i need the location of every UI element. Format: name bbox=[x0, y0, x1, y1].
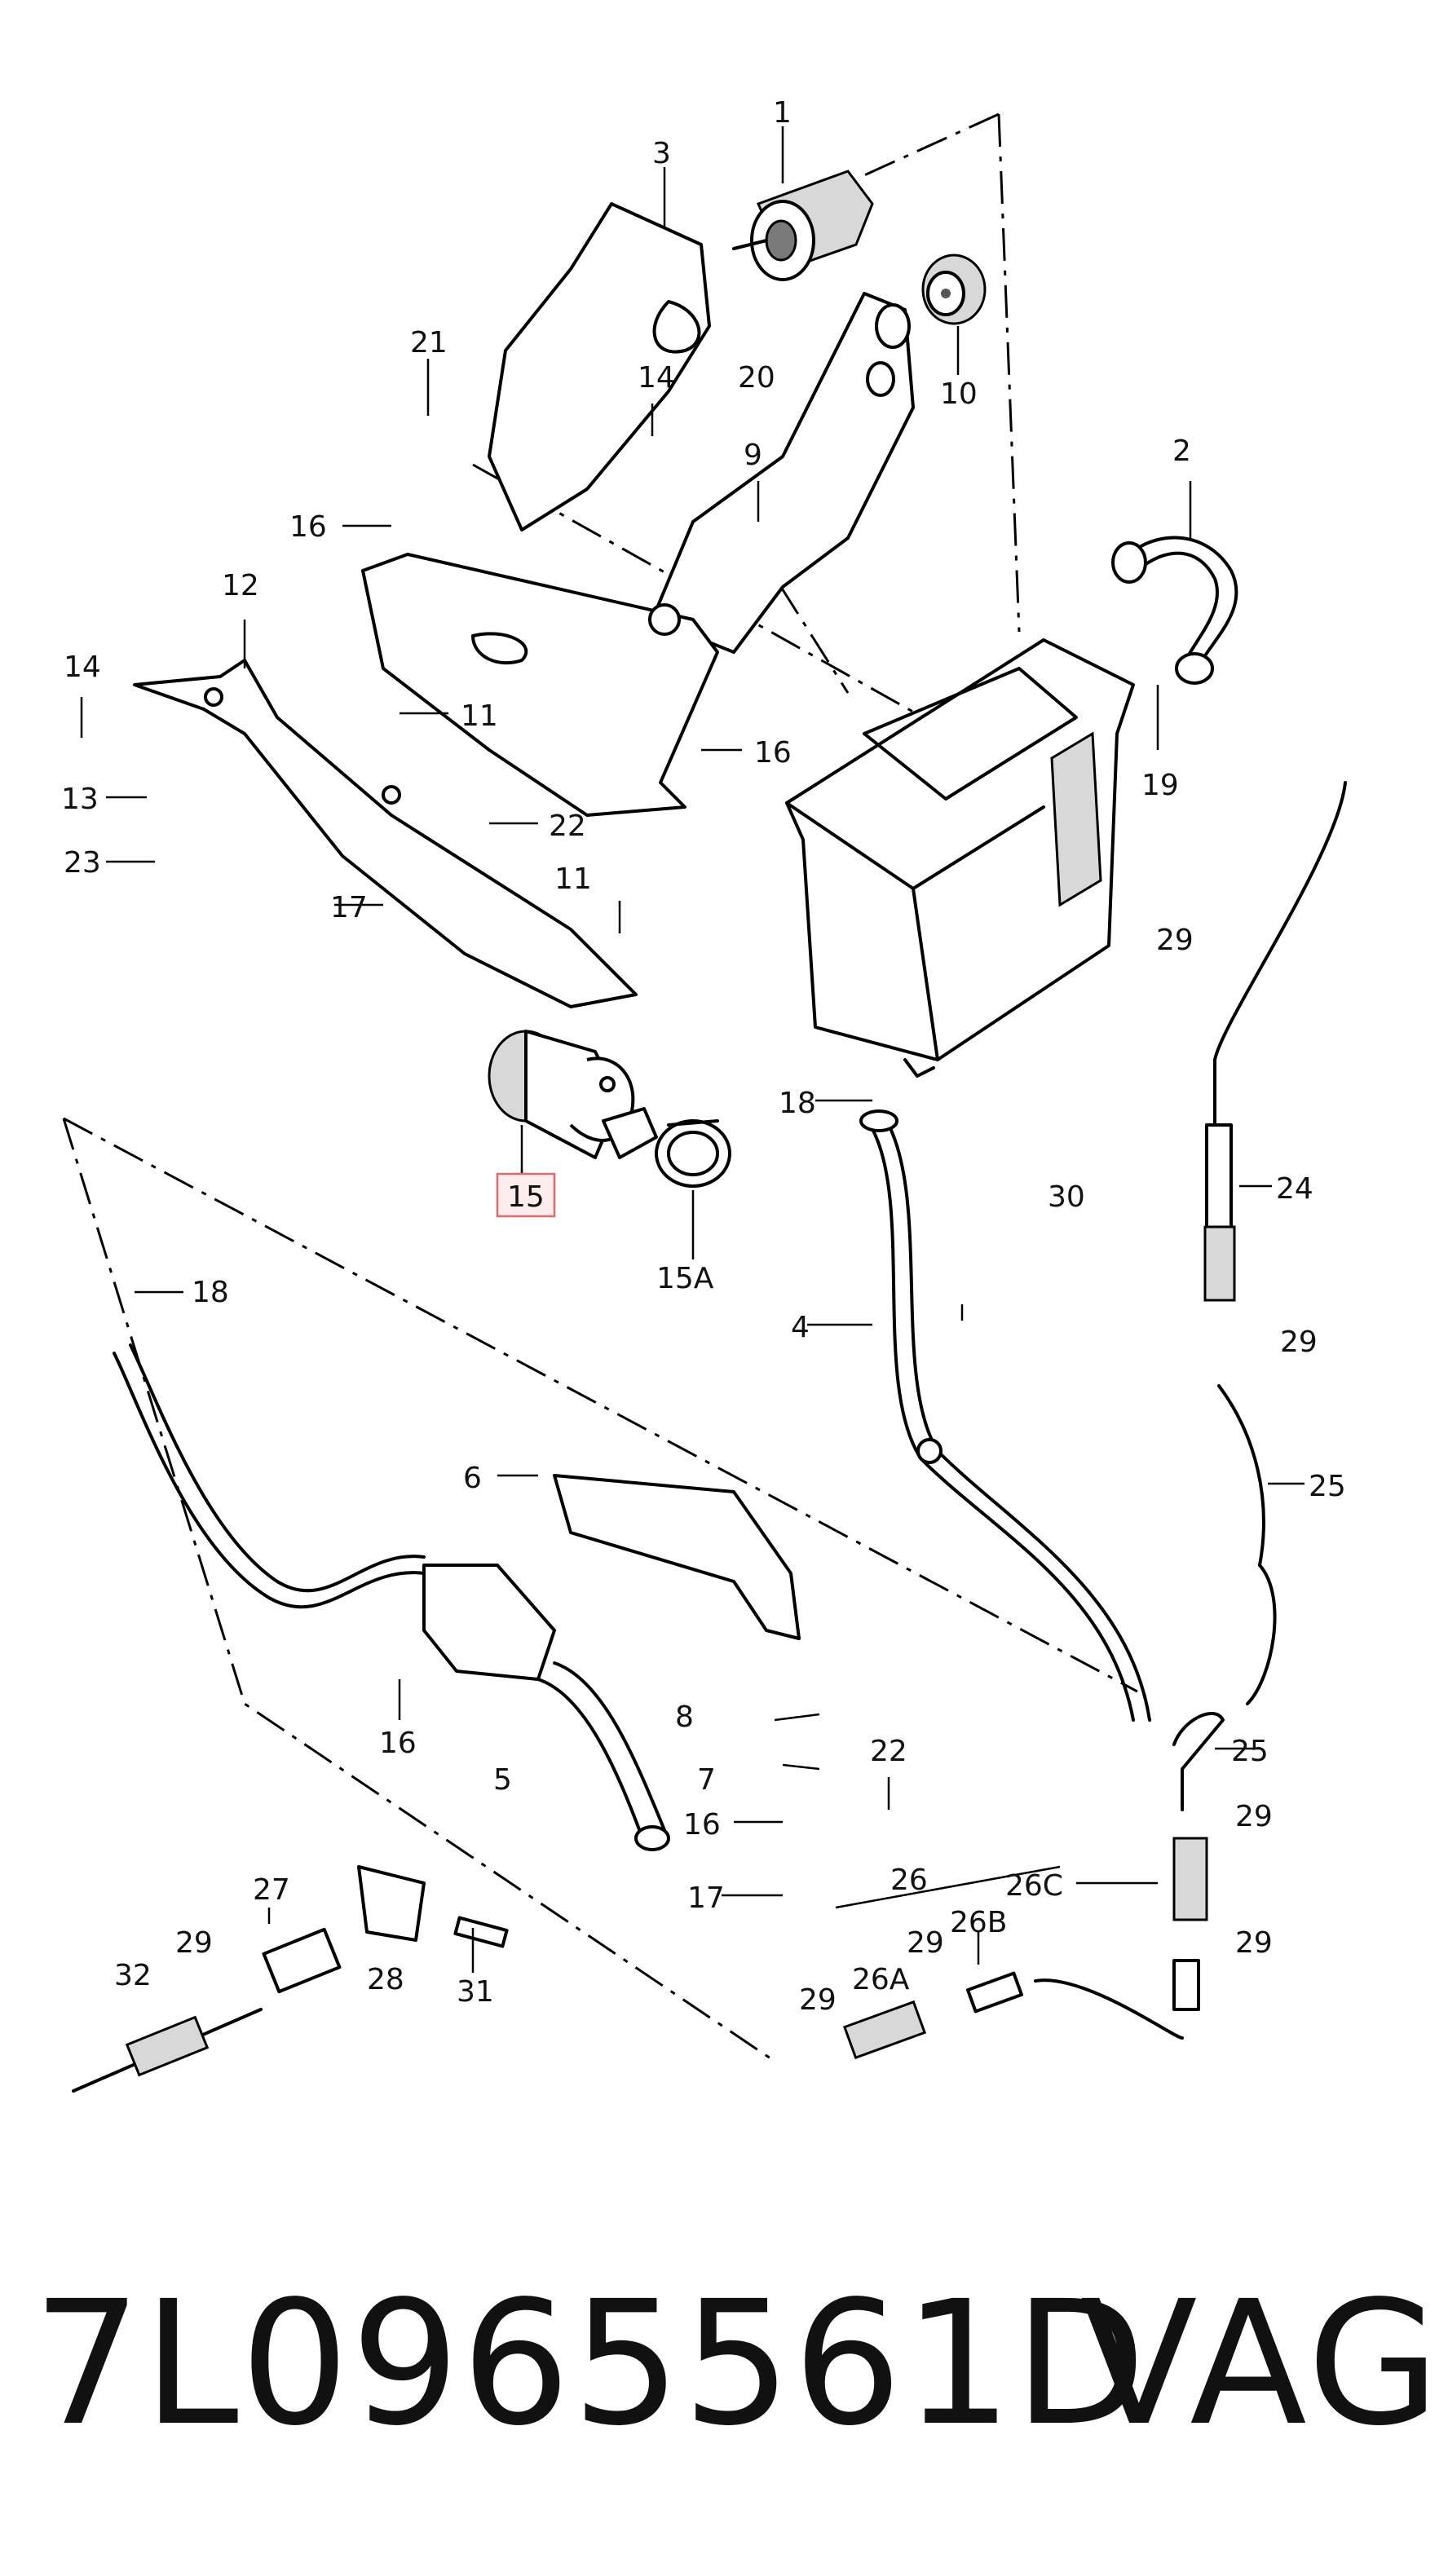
callout-22a: 22 bbox=[549, 809, 586, 843]
callout-26b: 26B bbox=[950, 1906, 1008, 1939]
part-2-hose bbox=[1111, 536, 1238, 685]
callout-29f: 29 bbox=[907, 1926, 944, 1960]
callout-27: 27 bbox=[253, 1873, 290, 1907]
callout-8: 8 bbox=[675, 1700, 694, 1734]
callout-11b: 11 bbox=[554, 862, 592, 896]
callout-16c: 16 bbox=[379, 1727, 417, 1760]
callout-29d: 29 bbox=[1235, 1926, 1273, 1960]
exploded-parts-diagram: 1 2 3 4 5 6 7 8 9 10 11 11 12 13 14 14 1… bbox=[61, 96, 1347, 2093]
callout-1: 1 bbox=[773, 96, 792, 130]
callout-6: 6 bbox=[463, 1462, 482, 1495]
callout-26c: 26C bbox=[1005, 1869, 1063, 1903]
callout-22b: 22 bbox=[870, 1735, 907, 1768]
callout-15a: 15A bbox=[656, 1262, 714, 1295]
callout-20: 20 bbox=[738, 361, 775, 395]
callout-15-highlight bbox=[496, 1172, 556, 1218]
part-number: 7L0965561D bbox=[33, 2264, 1148, 2464]
callout-25b: 25 bbox=[1231, 1735, 1269, 1768]
part-24-fuel-line bbox=[1203, 781, 1347, 1302]
callout-15: 15 bbox=[507, 1180, 545, 1214]
main-lower-bracket bbox=[361, 553, 719, 817]
callout-12: 12 bbox=[222, 569, 259, 602]
callout-labels: 1 2 3 4 5 6 7 8 9 10 11 11 12 13 14 14 1… bbox=[61, 96, 1346, 2017]
part-10-grommet bbox=[921, 254, 987, 325]
callout-29a: 29 bbox=[1156, 924, 1194, 957]
part-15a-clamp bbox=[655, 1119, 731, 1188]
callout-7: 7 bbox=[697, 1763, 716, 1797]
callout-13: 13 bbox=[61, 783, 99, 816]
part-27-32-assembly bbox=[72, 1865, 509, 2093]
callout-26: 26 bbox=[890, 1864, 928, 1897]
part-1-filter bbox=[732, 170, 874, 281]
callout-18b: 18 bbox=[192, 1276, 229, 1309]
footer: 7L0965561D VAG bbox=[0, 2266, 1448, 2478]
callout-16d: 16 bbox=[683, 1808, 721, 1842]
callout-29g: 29 bbox=[175, 1926, 213, 1960]
heater-unit bbox=[785, 638, 1135, 1078]
callout-2: 2 bbox=[1172, 434, 1191, 468]
callout-30: 30 bbox=[1048, 1180, 1085, 1214]
callout-29c: 29 bbox=[1235, 1800, 1273, 1833]
callout-17a: 17 bbox=[330, 891, 368, 924]
callout-21: 21 bbox=[410, 326, 448, 359]
brand-label: VAG bbox=[1080, 2264, 1443, 2464]
callout-16a: 16 bbox=[289, 510, 327, 544]
callout-26a: 26A bbox=[852, 1963, 910, 1996]
callout-29b: 29 bbox=[1280, 1325, 1318, 1359]
callout-14a: 14 bbox=[64, 651, 101, 684]
callout-19: 19 bbox=[1141, 769, 1179, 802]
callout-4: 4 bbox=[791, 1311, 810, 1344]
callout-29e: 29 bbox=[799, 1983, 837, 2017]
callout-14b: 14 bbox=[638, 361, 675, 395]
part-5-exhaust-pipe bbox=[113, 1343, 801, 1851]
callout-5: 5 bbox=[493, 1763, 512, 1797]
callout-17b: 17 bbox=[687, 1881, 725, 1915]
callout-32: 32 bbox=[114, 1959, 152, 1992]
callout-3: 3 bbox=[652, 137, 671, 170]
callout-25a: 25 bbox=[1309, 1470, 1346, 1503]
part-9-upper-bracket bbox=[488, 202, 915, 654]
part-4-hose bbox=[859, 1109, 1151, 1722]
callout-18a: 18 bbox=[779, 1087, 816, 1120]
callout-23: 23 bbox=[64, 846, 101, 880]
callout-9: 9 bbox=[744, 439, 762, 472]
callout-31: 31 bbox=[457, 1975, 494, 2009]
callout-11a: 11 bbox=[461, 699, 498, 733]
part-25-fuel-line bbox=[1172, 1384, 1277, 1811]
callout-28: 28 bbox=[367, 1963, 404, 1996]
part-15-water-pump bbox=[488, 1030, 658, 1159]
callout-16b: 16 bbox=[754, 736, 792, 770]
part-26-fuel-lines bbox=[842, 1837, 1208, 2060]
callout-10: 10 bbox=[940, 377, 978, 411]
callout-24: 24 bbox=[1276, 1172, 1313, 1206]
leader-lines bbox=[80, 126, 1305, 1973]
